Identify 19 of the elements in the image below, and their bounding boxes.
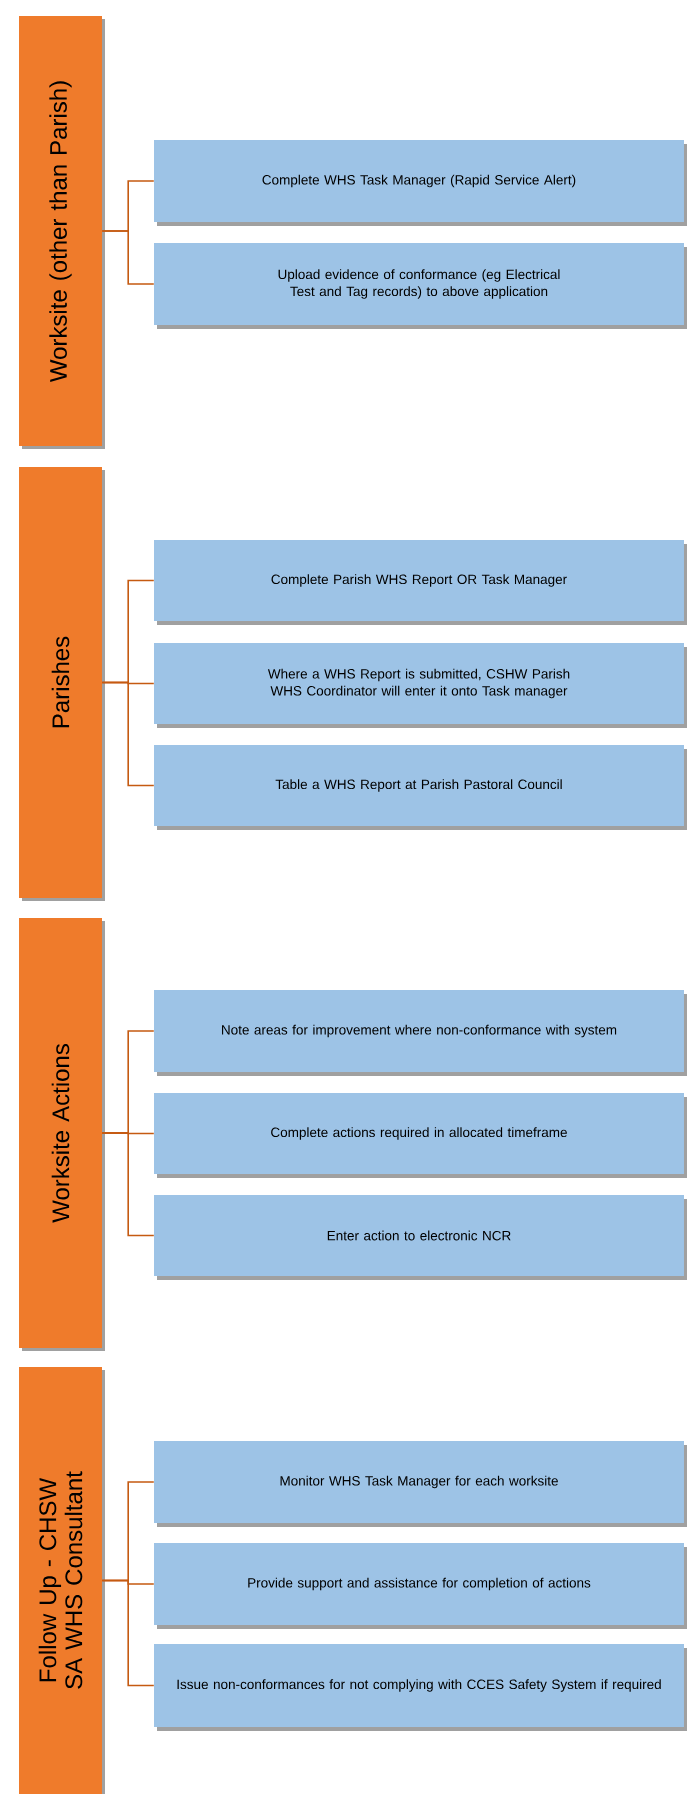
task-box: Complete Parish WHS Report OR Task Manager [154,540,687,625]
connector-line [101,681,155,787]
task-box: Table a WHS Report at Parish Pastoral Council [154,745,687,830]
task-box: Monitor WHS Task Manager for each worksite [154,1441,687,1527]
task-box: Complete WHS Task Manager (Rapid Service Alert) [154,140,687,226]
connector-line [101,230,155,285]
task-box: Where a WHS Report is submitted, CSHW Parish WHS Coordinator will enter it onto Task manager [154,643,687,728]
task-box: Issue non-conformances for not complying with CCES Safety System if required [154,1644,687,1731]
task-box: Note areas for improvement where non-conformance with system [154,990,687,1076]
task-box: Enter action to electronic NCR [154,1195,687,1280]
category-bar: Worksite (other than Parish) [19,16,105,449]
category-bar: Follow Up - CHSW SA WHS Consultant [19,1367,105,1794]
task-box: Complete actions required in allocated timeframe [154,1093,687,1178]
connector-line [101,1579,155,1687]
connector-line [101,1132,155,1237]
task-box: Provide support and assistance for completion of actions [154,1543,687,1629]
task-box: Upload evidence of conformance (eg Electrical Test and Tag records) to above application [154,243,687,329]
category-bar: Worksite Actions [19,918,105,1351]
category-bar: Parishes [19,467,105,901]
